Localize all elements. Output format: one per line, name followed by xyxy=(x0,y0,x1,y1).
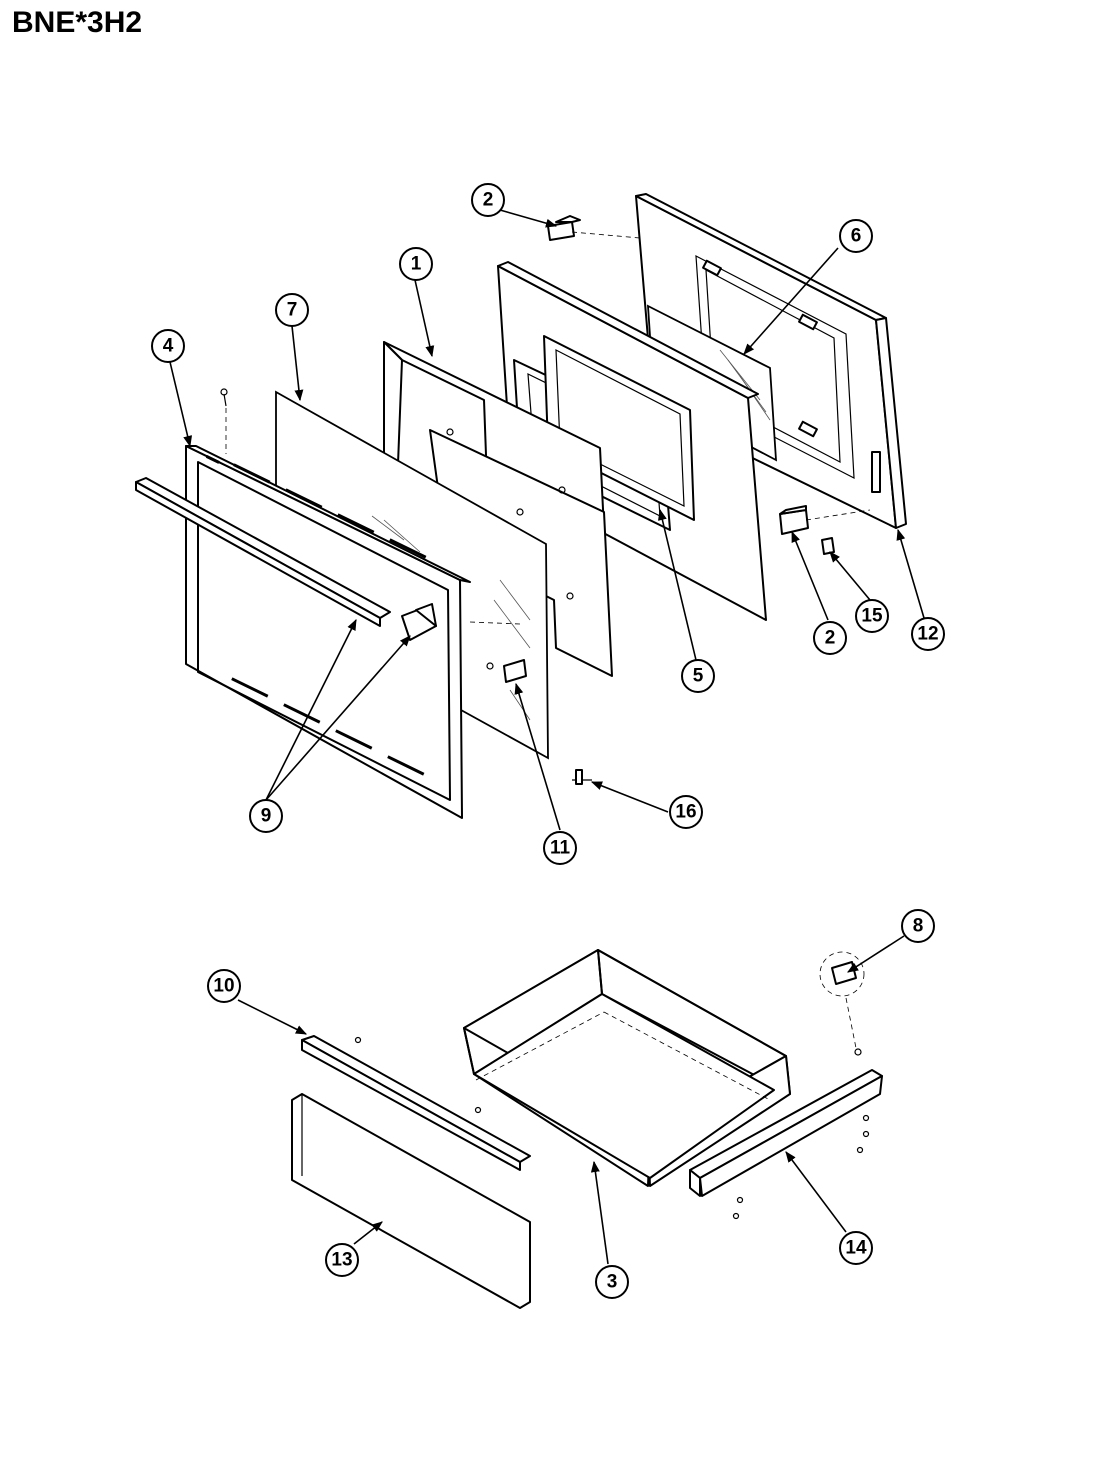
callout-1-label: 1 xyxy=(411,254,422,275)
callout-9-label: 9 xyxy=(261,806,272,827)
callout-4-label: 4 xyxy=(163,336,174,357)
callout-10: 10 xyxy=(207,969,241,1003)
callout-6: 6 xyxy=(839,219,873,253)
callout-15: 15 xyxy=(855,599,889,633)
callout-10-label: 10 xyxy=(213,976,234,997)
callout-2-top-label: 2 xyxy=(483,190,494,211)
hinge-clip xyxy=(547,215,581,241)
drawer-stop xyxy=(819,951,865,1056)
callout-2-right-label: 2 xyxy=(825,628,836,649)
callout-13-label: 13 xyxy=(331,1250,352,1271)
callout-14: 14 xyxy=(839,1231,873,1265)
callout-5: 5 xyxy=(681,659,715,693)
callout-3: 3 xyxy=(595,1265,629,1299)
callout-5-label: 5 xyxy=(693,666,704,687)
model-title: BNE*3H2 xyxy=(12,6,143,39)
callout-2-right: 2 xyxy=(813,621,847,655)
callout-1: 1 xyxy=(399,247,433,281)
callout-12-label: 12 xyxy=(917,624,938,645)
callout-9: 9 xyxy=(249,799,283,833)
callout-14-label: 14 xyxy=(845,1238,867,1259)
callout-12: 12 xyxy=(911,617,945,651)
door-pin xyxy=(572,769,592,785)
hinge-bracket xyxy=(779,505,809,535)
callout-8: 8 xyxy=(901,909,935,943)
callout-8-label: 8 xyxy=(913,916,924,937)
label-plate xyxy=(503,659,527,683)
callout-13: 13 xyxy=(325,1243,359,1277)
drawer-slide-rail xyxy=(689,1069,883,1197)
drawer-front-panel xyxy=(291,1093,531,1309)
handle-end-cap xyxy=(401,603,437,641)
door-clip xyxy=(821,537,835,555)
leader-lines xyxy=(169,209,925,1265)
callout-11: 11 xyxy=(543,831,577,865)
door-handle xyxy=(135,477,391,627)
drawer-top-trim xyxy=(301,1035,531,1171)
door-back-panel xyxy=(635,193,907,529)
door-screws xyxy=(220,388,524,670)
drawer-box xyxy=(463,949,791,1187)
callout-16: 16 xyxy=(669,795,703,829)
callout-4: 4 xyxy=(151,329,185,363)
callout-2-top: 2 xyxy=(471,183,505,217)
callout-11-label: 11 xyxy=(550,838,571,859)
callout-3-label: 3 xyxy=(607,1272,618,1293)
drawer-screws xyxy=(354,1036,870,1220)
callout-15-label: 15 xyxy=(861,606,883,627)
callout-7: 7 xyxy=(275,293,309,327)
callout-16-label: 16 xyxy=(675,802,696,823)
callout-6-label: 6 xyxy=(851,226,862,247)
callout-7-label: 7 xyxy=(287,300,298,321)
